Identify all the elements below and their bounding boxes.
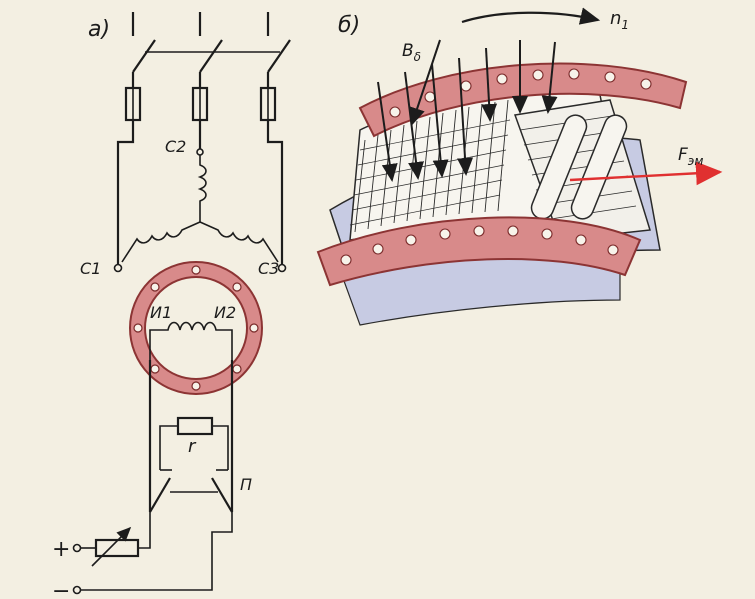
label-p: П <box>240 475 252 494</box>
dc-supply <box>72 512 233 595</box>
rotor-slots <box>513 99 651 241</box>
label-f-em: Fэм <box>678 145 703 168</box>
label-c1: С1 <box>80 259 101 278</box>
panel-a-schematic: а) С1 С2 С3 И1 И2 r П + − <box>52 12 291 599</box>
rheostat <box>94 538 140 558</box>
three-pole-switch <box>132 39 291 73</box>
rotor-winding <box>149 321 233 360</box>
terminal-c1 <box>113 263 123 273</box>
label-c2: С2 <box>165 137 186 156</box>
label-r: r <box>188 436 197 457</box>
terminal-c3 <box>277 263 287 273</box>
label-plus: + <box>52 537 70 562</box>
panel-b-label: б) <box>338 13 360 38</box>
flux-arrows <box>377 39 558 182</box>
force-arrow <box>569 161 723 186</box>
label-n1: n1 <box>610 8 629 32</box>
rotor-ring <box>129 261 263 395</box>
switch-p <box>149 477 233 513</box>
resistor-r <box>159 416 229 471</box>
label-c3: С3 <box>258 259 279 278</box>
label-minus: − <box>52 579 70 599</box>
label-i1: И1 <box>150 303 172 322</box>
label-i2: И2 <box>214 303 236 322</box>
fuses <box>124 86 277 122</box>
rotation-arrow <box>461 7 601 25</box>
terminal-c2 <box>196 148 204 156</box>
stator-star-winding <box>121 155 279 263</box>
label-b-delta: Bδ <box>402 41 421 64</box>
panel-b-cutaway: б) n1 Bδ Fэм <box>316 7 723 326</box>
bottom-ring <box>316 216 642 287</box>
panel-a-label: а) <box>88 17 110 42</box>
